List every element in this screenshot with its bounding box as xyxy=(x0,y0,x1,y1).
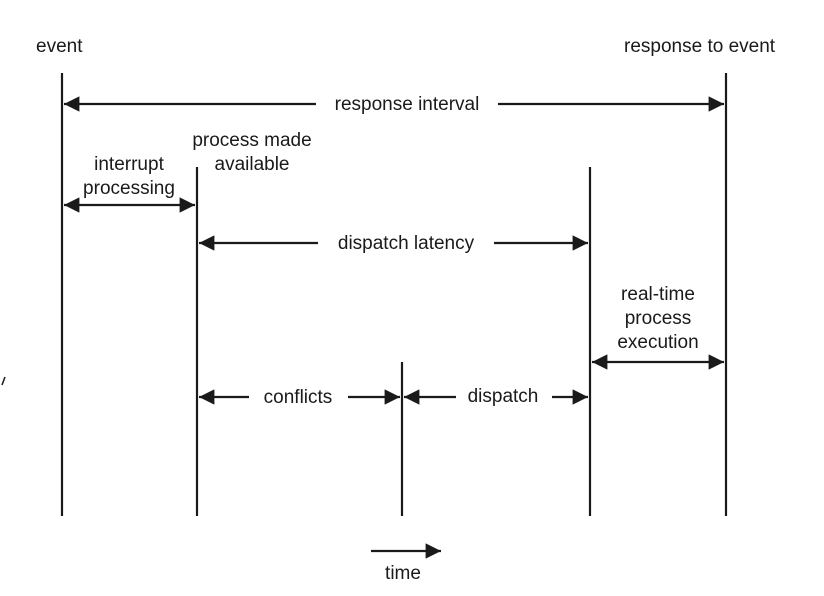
real-time-execution-label-line1: real-time xyxy=(621,284,695,305)
dispatch-latency-label: dispatch latency xyxy=(338,233,475,254)
event-label: event xyxy=(36,36,83,57)
real-time-execution-label-line3: execution xyxy=(617,332,698,353)
process-made-available-label-line2: available xyxy=(215,154,290,175)
real-time-execution-label-line2: process xyxy=(625,308,692,329)
stray-tick xyxy=(1,376,6,386)
conflicts-label: conflicts xyxy=(264,387,333,408)
dispatch-label: dispatch xyxy=(468,386,539,407)
response-interval-label: response interval xyxy=(335,94,480,115)
process-made-available-label-line1: process made xyxy=(192,130,311,151)
response-to-event-label: response to event xyxy=(624,36,776,57)
interrupt-processing-label-line2: processing xyxy=(83,178,175,199)
interrupt-processing-label-line1: interrupt xyxy=(94,154,164,175)
time-label: time xyxy=(385,563,421,584)
